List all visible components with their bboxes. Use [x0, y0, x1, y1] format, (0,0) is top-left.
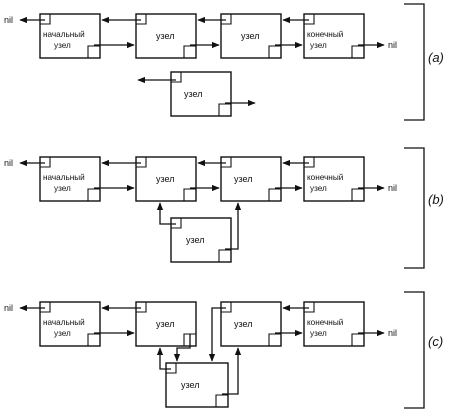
- svg-text:узел: узел: [310, 184, 327, 193]
- end-node: конечный узел: [303, 13, 365, 59]
- nil-label: nil: [4, 303, 13, 313]
- svg-text:начальный: начальный: [43, 173, 85, 182]
- node: узел: [220, 13, 282, 59]
- svg-text:начальный: начальный: [43, 30, 85, 39]
- svg-text:конечный: конечный: [307, 30, 343, 39]
- nil-label: nil: [388, 40, 397, 50]
- nil-label: nil: [388, 183, 397, 193]
- section-bracket: [404, 147, 425, 269]
- link-arrow: [222, 347, 242, 395]
- nil-label: nil: [388, 328, 397, 338]
- section-label-c: (c): [428, 334, 443, 349]
- start-node: начальный узел: [39, 13, 101, 59]
- svg-text:узел: узел: [234, 319, 252, 329]
- start-node: начальный узел: [39, 156, 101, 202]
- section-b: начальный узел узел узел конечный узел: [4, 147, 444, 269]
- link-arrow: [156, 202, 176, 225]
- svg-text:начальный: начальный: [43, 318, 85, 327]
- section-a: начальный узел узел узел конечный узел: [4, 3, 444, 121]
- node: узел: [220, 156, 282, 202]
- svg-text:конечный: конечный: [307, 173, 343, 182]
- link-arrow: [173, 334, 191, 362]
- section-bracket: [404, 3, 425, 121]
- section-bracket: [404, 291, 425, 409]
- svg-text:узел: узел: [156, 174, 174, 184]
- svg-text:узел: узел: [184, 89, 202, 99]
- svg-text:конечный: конечный: [307, 318, 343, 327]
- link-arrow: [225, 202, 242, 250]
- svg-text:узел: узел: [156, 31, 174, 41]
- svg-text:узел: узел: [241, 31, 259, 41]
- svg-text:узел: узел: [234, 174, 252, 184]
- link-arrow: [156, 347, 171, 370]
- node: узел: [135, 156, 197, 202]
- svg-text:узел: узел: [181, 380, 199, 390]
- start-node: начальный узел: [39, 301, 101, 347]
- section-label-b: (b): [428, 192, 444, 207]
- node: узел: [220, 301, 282, 347]
- new-node: узел: [170, 217, 232, 263]
- new-node: узел: [165, 362, 229, 408]
- link-arrow: [208, 307, 226, 362]
- svg-text:узел: узел: [54, 329, 71, 338]
- section-c: начальный узел узел узел конечный узел: [4, 291, 443, 409]
- svg-text:узел: узел: [310, 41, 327, 50]
- svg-text:узел: узел: [186, 235, 204, 245]
- svg-text:узел: узел: [156, 319, 174, 329]
- end-node: конечный узел: [303, 301, 365, 347]
- new-node: узел: [170, 71, 232, 117]
- section-label-a: (a): [428, 50, 444, 65]
- end-node: конечный узел: [303, 156, 365, 202]
- node: узел: [135, 301, 197, 347]
- svg-text:узел: узел: [54, 41, 71, 50]
- nil-label: nil: [4, 158, 13, 168]
- nil-label: nil: [4, 15, 13, 25]
- node: узел: [135, 13, 197, 59]
- svg-text:узел: узел: [310, 329, 327, 338]
- svg-text:узел: узел: [54, 184, 71, 193]
